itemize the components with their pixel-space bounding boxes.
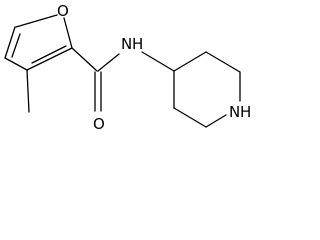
piperidine-ring [173, 51, 241, 128]
furan-oxygen-label: O [57, 2, 69, 20]
piperidine-nitrogen-label: N [229, 103, 240, 121]
bond-c3-methyl [26, 69, 30, 113]
amide-oxygen-label: O [93, 115, 105, 133]
bond-o1-c2 [63, 17, 73, 49]
bond-pip-c3-c2 [205, 51, 241, 73]
bond-pip-c4-c3 [173, 51, 207, 72]
amide-hydrogen-label: H [132, 35, 143, 53]
bond-o1-c5 [15, 14, 58, 28]
amide-nitrogen-label: N [121, 35, 132, 53]
bond-c4-c3 [4, 57, 28, 71]
bond-c3-c2 [26, 47, 73, 71]
bond-pip-n1-c6 [205, 114, 227, 128]
bond-carbonyl-n [97, 53, 120, 72]
bond-c3-c2-inner [31, 45, 67, 64]
furan-ring [4, 14, 73, 71]
amide-group [71, 47, 175, 112]
molecule-structure: O O N H N H [4, 2, 251, 133]
piperidine-hydrogen-label: H [240, 103, 251, 121]
bond-pip-c6-c5 [173, 107, 207, 128]
bond-c5-c4 [4, 26, 16, 59]
bond-c5-c4-inner [11, 33, 21, 58]
bond-n-c4prime [141, 51, 175, 72]
bond-c2-carbonyl [71, 47, 98, 72]
